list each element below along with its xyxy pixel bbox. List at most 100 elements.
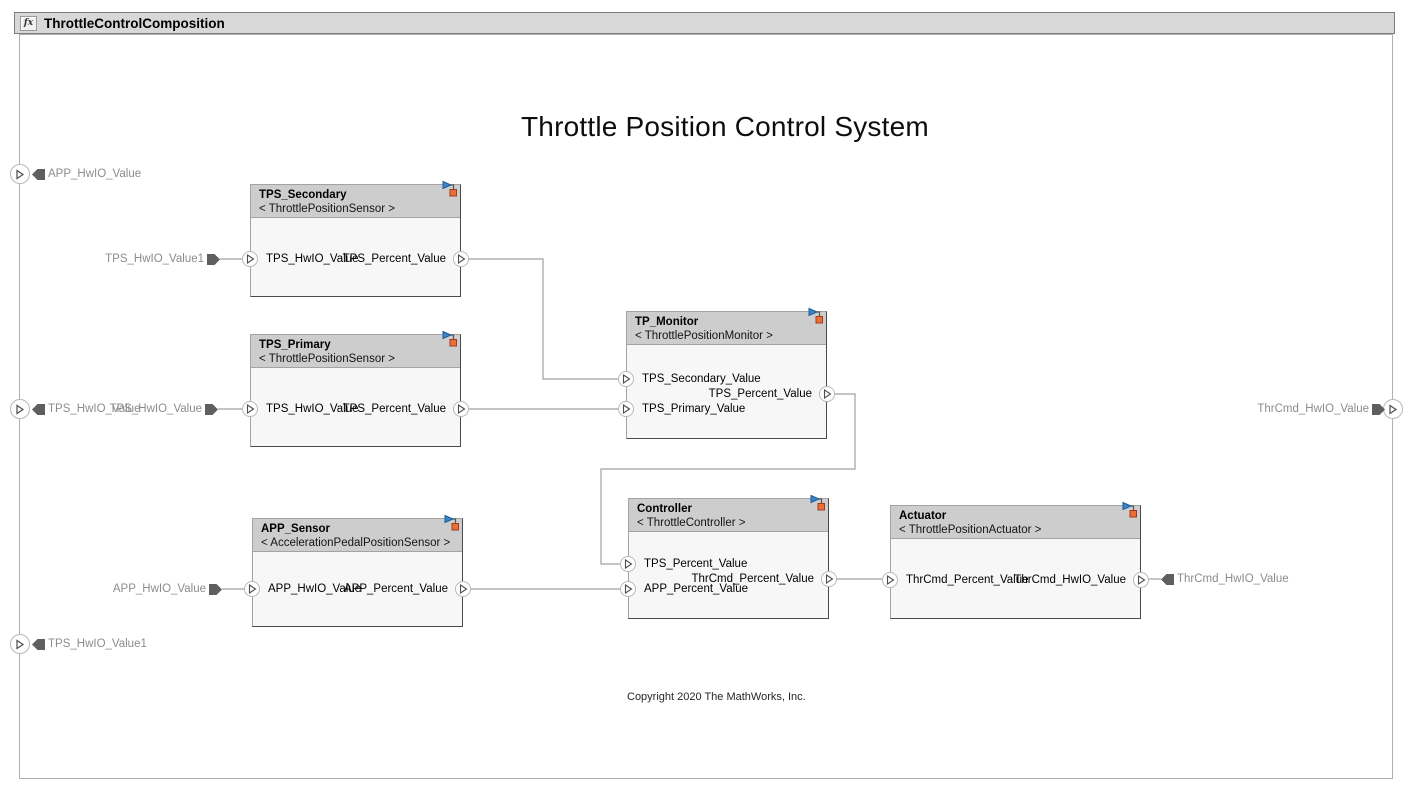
port-arrow-icon	[459, 584, 467, 594]
signal-tag-left-icon	[32, 168, 45, 180]
input-port[interactable]	[882, 572, 898, 588]
output-port-label: ThrCmd_HwIO_Value	[1014, 574, 1126, 586]
boundary-port-label: APP_HwIO_Value	[48, 168, 142, 180]
boundary-label-thrcmd-hwio[interactable]: ThrCmd_HwIO_Value	[1257, 403, 1385, 415]
component-stereotype: < ThrottleController >	[637, 517, 746, 529]
component-stereotype: < AccelerationPedalPositionSensor >	[261, 537, 451, 549]
component-tps-primary[interactable]: TPS_Primary < ThrottlePositionSensor > T…	[242, 330, 469, 447]
fx-badge-icon: fx	[20, 15, 37, 31]
output-port-label: TPS_Percent_Value	[708, 388, 812, 400]
input-port-label: APP_HwIO_Value	[268, 583, 362, 595]
boundary-label-tps-hwio[interactable]: TPS_HwIO_Value	[32, 403, 140, 415]
component-name: TPS_Secondary	[259, 189, 347, 201]
signal-tag-label: TPS_HwIO_Value1	[105, 253, 204, 265]
input-port-label: ThrCmd_Percent_Value	[906, 574, 1029, 586]
port-arrow-icon	[1389, 403, 1398, 415]
input-port[interactable]	[620, 556, 636, 572]
signal-tag-app-sensor-in[interactable]: APP_HwIO_Value	[113, 583, 222, 595]
component-link-badge-icon	[442, 180, 457, 197]
output-port-label: APP_Percent_Value	[344, 583, 448, 595]
input-port[interactable]	[620, 581, 636, 597]
component-header: Controller < ThrottleController >	[629, 494, 828, 532]
boundary-label-tps-hwio1[interactable]: TPS_HwIO_Value1	[32, 638, 147, 650]
output-port[interactable]	[453, 251, 469, 267]
input-port-label: TPS_HwIO_Value	[266, 403, 359, 415]
signal-tag-actuator-out[interactable]: ThrCmd_HwIO_Value	[1161, 573, 1289, 585]
input-port-label: TPS_Secondary_Value	[642, 373, 761, 385]
signal-tag-right-icon	[1372, 403, 1385, 415]
subsystem-titlebar: fx ThrottleControlComposition	[14, 12, 1395, 34]
port-arrow-icon	[16, 168, 25, 180]
component-link-badge-icon	[444, 514, 459, 531]
component-name: TP_Monitor	[635, 316, 699, 328]
input-port[interactable]	[242, 251, 258, 267]
port-arrow-icon	[622, 374, 630, 384]
output-port[interactable]	[453, 401, 469, 417]
boundary-port-tps-hwio[interactable]	[10, 399, 30, 419]
port-arrow-icon	[248, 584, 256, 594]
input-port[interactable]	[244, 581, 260, 597]
boundary-port-label: TPS_HwIO_Value1	[48, 638, 147, 650]
component-link-badge-icon	[442, 330, 457, 347]
input-port-label: APP_Percent_Value	[644, 583, 748, 595]
port-arrow-icon	[622, 404, 630, 414]
output-port[interactable]	[1133, 572, 1149, 588]
port-arrow-icon	[457, 404, 465, 414]
signal-tag-tps-primary-in[interactable]: TPS_HwIO_Value	[110, 403, 218, 415]
signal-tag-left-icon	[1161, 573, 1174, 585]
output-port[interactable]	[821, 571, 837, 587]
port-arrow-icon	[1137, 575, 1145, 585]
boundary-port-thrcmd-hwio[interactable]	[1383, 399, 1403, 419]
port-arrow-icon	[624, 559, 632, 569]
component-header: TPS_Secondary < ThrottlePositionSensor >	[251, 180, 460, 218]
signal-tag-tps-secondary-in[interactable]: TPS_HwIO_Value1	[105, 253, 220, 265]
output-port-label: TPS_Percent_Value	[342, 403, 446, 415]
component-header: Actuator < ThrottlePositionActuator >	[891, 501, 1140, 539]
port-arrow-icon	[246, 404, 254, 414]
input-port[interactable]	[242, 401, 258, 417]
input-port[interactable]	[618, 371, 634, 387]
port-arrow-icon	[246, 254, 254, 264]
component-link-badge-icon	[1122, 501, 1137, 518]
signal-tag-right-icon	[207, 253, 220, 265]
component-controller[interactable]: Controller < ThrottleController > TPS_Pe…	[620, 494, 837, 619]
component-name: APP_Sensor	[261, 523, 331, 535]
port-arrow-icon	[16, 403, 25, 415]
port-arrow-icon	[886, 575, 894, 585]
window-title: ThrottleControlComposition	[44, 15, 225, 31]
component-stereotype: < ThrottlePositionSensor >	[259, 353, 395, 365]
output-port[interactable]	[455, 581, 471, 597]
component-name: Actuator	[899, 510, 947, 522]
input-port-label: TPS_Primary_Value	[642, 403, 746, 415]
copyright-annotation: Copyright 2020 The MathWorks, Inc.	[627, 691, 806, 703]
component-tps-secondary[interactable]: TPS_Secondary < ThrottlePositionSensor >…	[242, 180, 469, 297]
signal-tag-label: ThrCmd_HwIO_Value	[1177, 573, 1289, 585]
port-arrow-icon	[16, 638, 25, 650]
component-header: TPS_Primary < ThrottlePositionSensor >	[251, 330, 460, 368]
component-app-sensor[interactable]: APP_Sensor < AccelerationPedalPositionSe…	[244, 514, 471, 627]
component-name: TPS_Primary	[259, 339, 331, 351]
port-arrow-icon	[624, 584, 632, 594]
output-port[interactable]	[819, 386, 835, 402]
boundary-port-app-hwio[interactable]	[10, 164, 30, 184]
port-arrow-icon	[825, 574, 833, 584]
component-actuator[interactable]: Actuator < ThrottlePositionActuator > Th…	[882, 501, 1149, 619]
boundary-port-label: TPS_HwIO_Value	[48, 403, 141, 415]
port-arrow-icon	[823, 389, 831, 399]
signal-tag-label: APP_HwIO_Value	[112, 583, 206, 595]
component-link-badge-icon	[808, 307, 823, 324]
signal-tag-left-icon	[32, 403, 45, 415]
input-port[interactable]	[618, 401, 634, 417]
input-port-label: TPS_Percent_Value	[644, 558, 748, 570]
boundary-port-tps-hwio1[interactable]	[10, 634, 30, 654]
component-tp-monitor[interactable]: TP_Monitor < ThrottlePositionMonitor > T…	[618, 307, 835, 439]
boundary-port-label: ThrCmd_HwIO_Value	[1257, 403, 1369, 415]
signal-tag-right-icon	[209, 583, 222, 595]
port-arrow-icon	[457, 254, 465, 264]
component-header: TP_Monitor < ThrottlePositionMonitor >	[627, 307, 826, 345]
boundary-label-app-hwio[interactable]: APP_HwIO_Value	[32, 168, 141, 180]
diagram-title-annotation: Throttle Position Control System	[521, 111, 929, 142]
component-link-badge-icon	[810, 494, 825, 511]
input-port-label: TPS_HwIO_Value	[266, 253, 359, 265]
output-port-label: TPS_Percent_Value	[342, 253, 446, 265]
